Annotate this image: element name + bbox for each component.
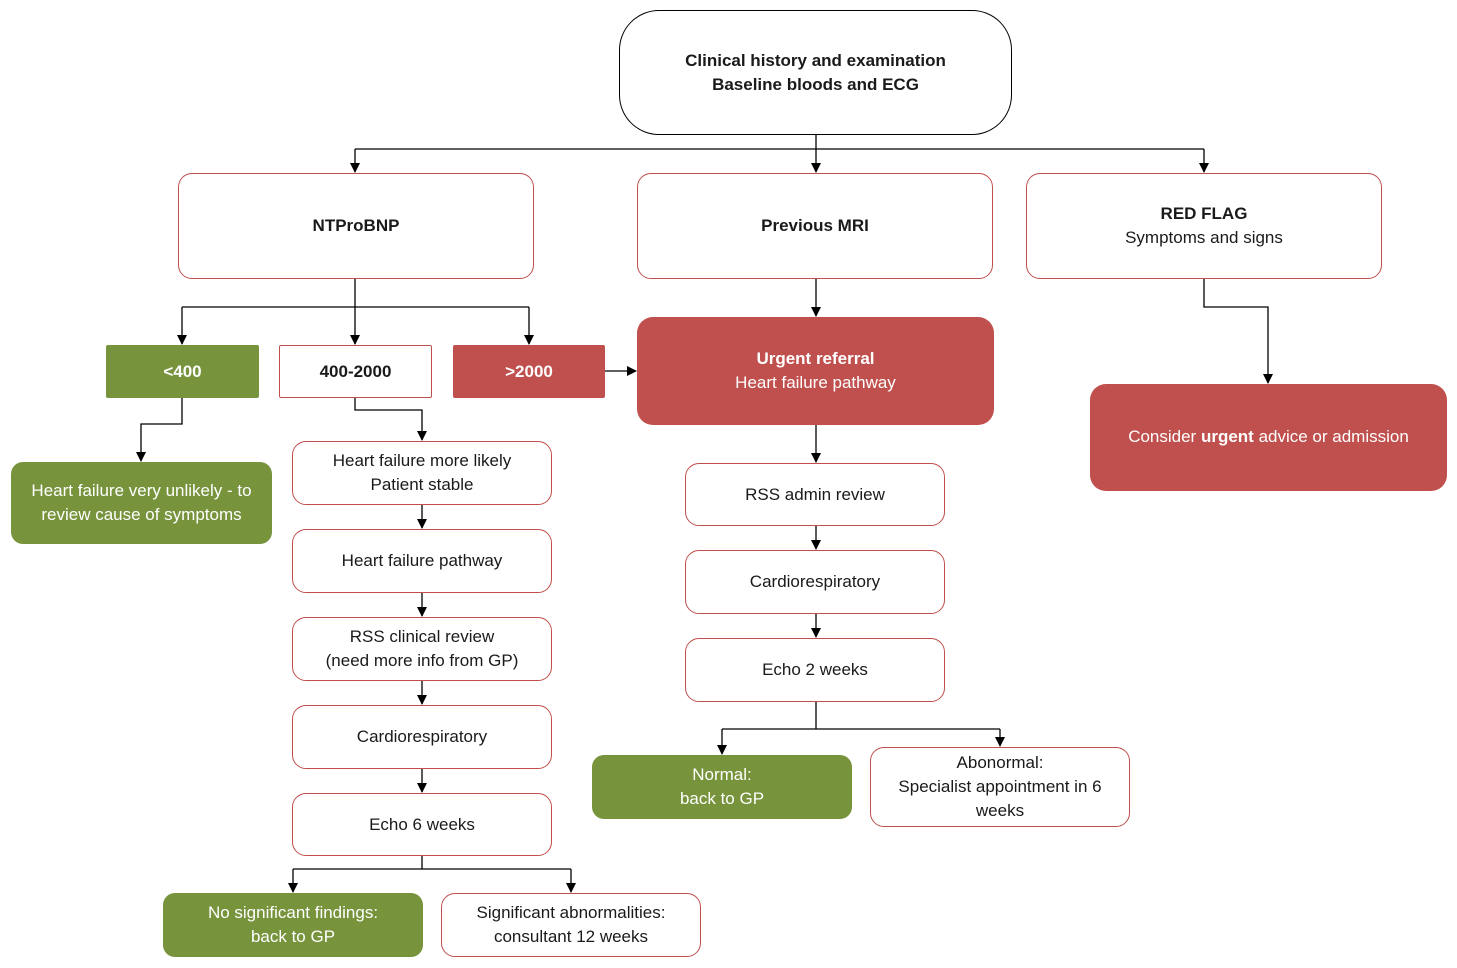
rss-admin-box: RSS admin review [685, 463, 945, 526]
red-flag-title: RED FLAG [1160, 204, 1248, 223]
rss-clinical-line2: (need more info from GP) [325, 651, 519, 670]
ntprobnp-label: NTProBNP [312, 216, 400, 235]
hf-unlikely-line2: review cause of symptoms [41, 505, 242, 524]
hf-unlikely-box: Heart failure very unlikely - to review … [11, 462, 272, 544]
clinical-history-line1: Clinical history and examination [685, 50, 946, 70]
sig-abn-box: Significant abnormalities: consultant 12… [441, 893, 701, 957]
hf-likely-line2: Patient stable [370, 475, 474, 494]
echo-2-box: Echo 2 weeks [685, 638, 945, 702]
rss-clinical-box: RSS clinical review (need more info from… [292, 617, 552, 681]
consider-urgent-box: Consider urgent advice or admission [1090, 384, 1447, 491]
sig-abn-line2: consultant 12 weeks [493, 927, 649, 946]
cardio-left-label: Cardiorespiratory [356, 727, 488, 746]
hf-pathway-label: Heart failure pathway [341, 551, 503, 570]
normal-box: Normal: back to GP [592, 755, 852, 819]
previous-mri-label: Previous MRI [761, 216, 869, 235]
cardio-mid-label: Cardiorespiratory [749, 572, 881, 591]
range-400-2000-box: 400-2000 [279, 345, 432, 398]
urgent-referral-box: Urgent referral Heart failure pathway [637, 317, 994, 425]
echo-6-box: Echo 6 weeks [292, 793, 552, 856]
sig-abn-line1: Significant abnormalities: [476, 903, 666, 922]
previous-mri-box: Previous MRI [637, 173, 993, 279]
abnormal-line3: weeks [975, 801, 1025, 820]
connector-range-to-likely [354, 398, 427, 441]
abnormal-line2: Specialist appointment in 6 [898, 777, 1102, 796]
connector-lt400-to-unlikely [136, 398, 183, 462]
echo-2-label: Echo 2 weeks [762, 660, 868, 679]
no-sig-line1: No significant findings: [207, 903, 379, 922]
cardio-left-box: Cardiorespiratory [292, 705, 552, 769]
hf-likely-box: Heart failure more likely Patient stable [292, 441, 552, 505]
no-sig-box: No significant findings: back to GP [163, 893, 423, 957]
hf-likely-line1: Heart failure more likely [332, 451, 512, 470]
hf-pathway-box: Heart failure pathway [292, 529, 552, 593]
red-flag-box: RED FLAG Symptoms and signs [1026, 173, 1382, 279]
rss-admin-label: RSS admin review [745, 484, 885, 504]
gt2000-box: >2000 [453, 345, 605, 398]
no-sig-line2: back to GP [250, 927, 336, 946]
abnormal-line1: Abonormal: [956, 753, 1044, 772]
urgent-referral-title: Urgent referral [756, 349, 875, 368]
connector-redflag-to-consider [1203, 279, 1273, 384]
clinical-history-line2: Baseline bloods and ECG [712, 74, 919, 94]
normal-line2: back to GP [679, 789, 765, 808]
red-flag-subtitle: Symptoms and signs [1125, 228, 1283, 247]
clinical-history-box: Clinical history and examination Baselin… [619, 10, 1012, 135]
hf-unlikely-line1: Heart failure very unlikely - to [31, 481, 252, 500]
range-400-2000-label: 400-2000 [319, 361, 392, 381]
consider-bold: urgent [1200, 427, 1254, 446]
consider-prefix: Consider [1128, 427, 1201, 446]
rss-clinical-line1: RSS clinical review [349, 627, 495, 646]
gt2000-label: >2000 [505, 361, 553, 381]
normal-line1: Normal: [692, 765, 752, 784]
urgent-referral-subtitle: Heart failure pathway [735, 373, 896, 392]
ntprobnp-box: NTProBNP [178, 173, 534, 279]
abnormal-box: Abonormal: Specialist appointment in 6 w… [870, 747, 1130, 827]
cardio-mid-box: Cardiorespiratory [685, 550, 945, 614]
lt400-box: <400 [106, 345, 259, 398]
consider-suffix: advice or admission [1253, 427, 1409, 446]
echo-6-label: Echo 6 weeks [369, 814, 475, 834]
lt400-label: <400 [163, 361, 202, 381]
